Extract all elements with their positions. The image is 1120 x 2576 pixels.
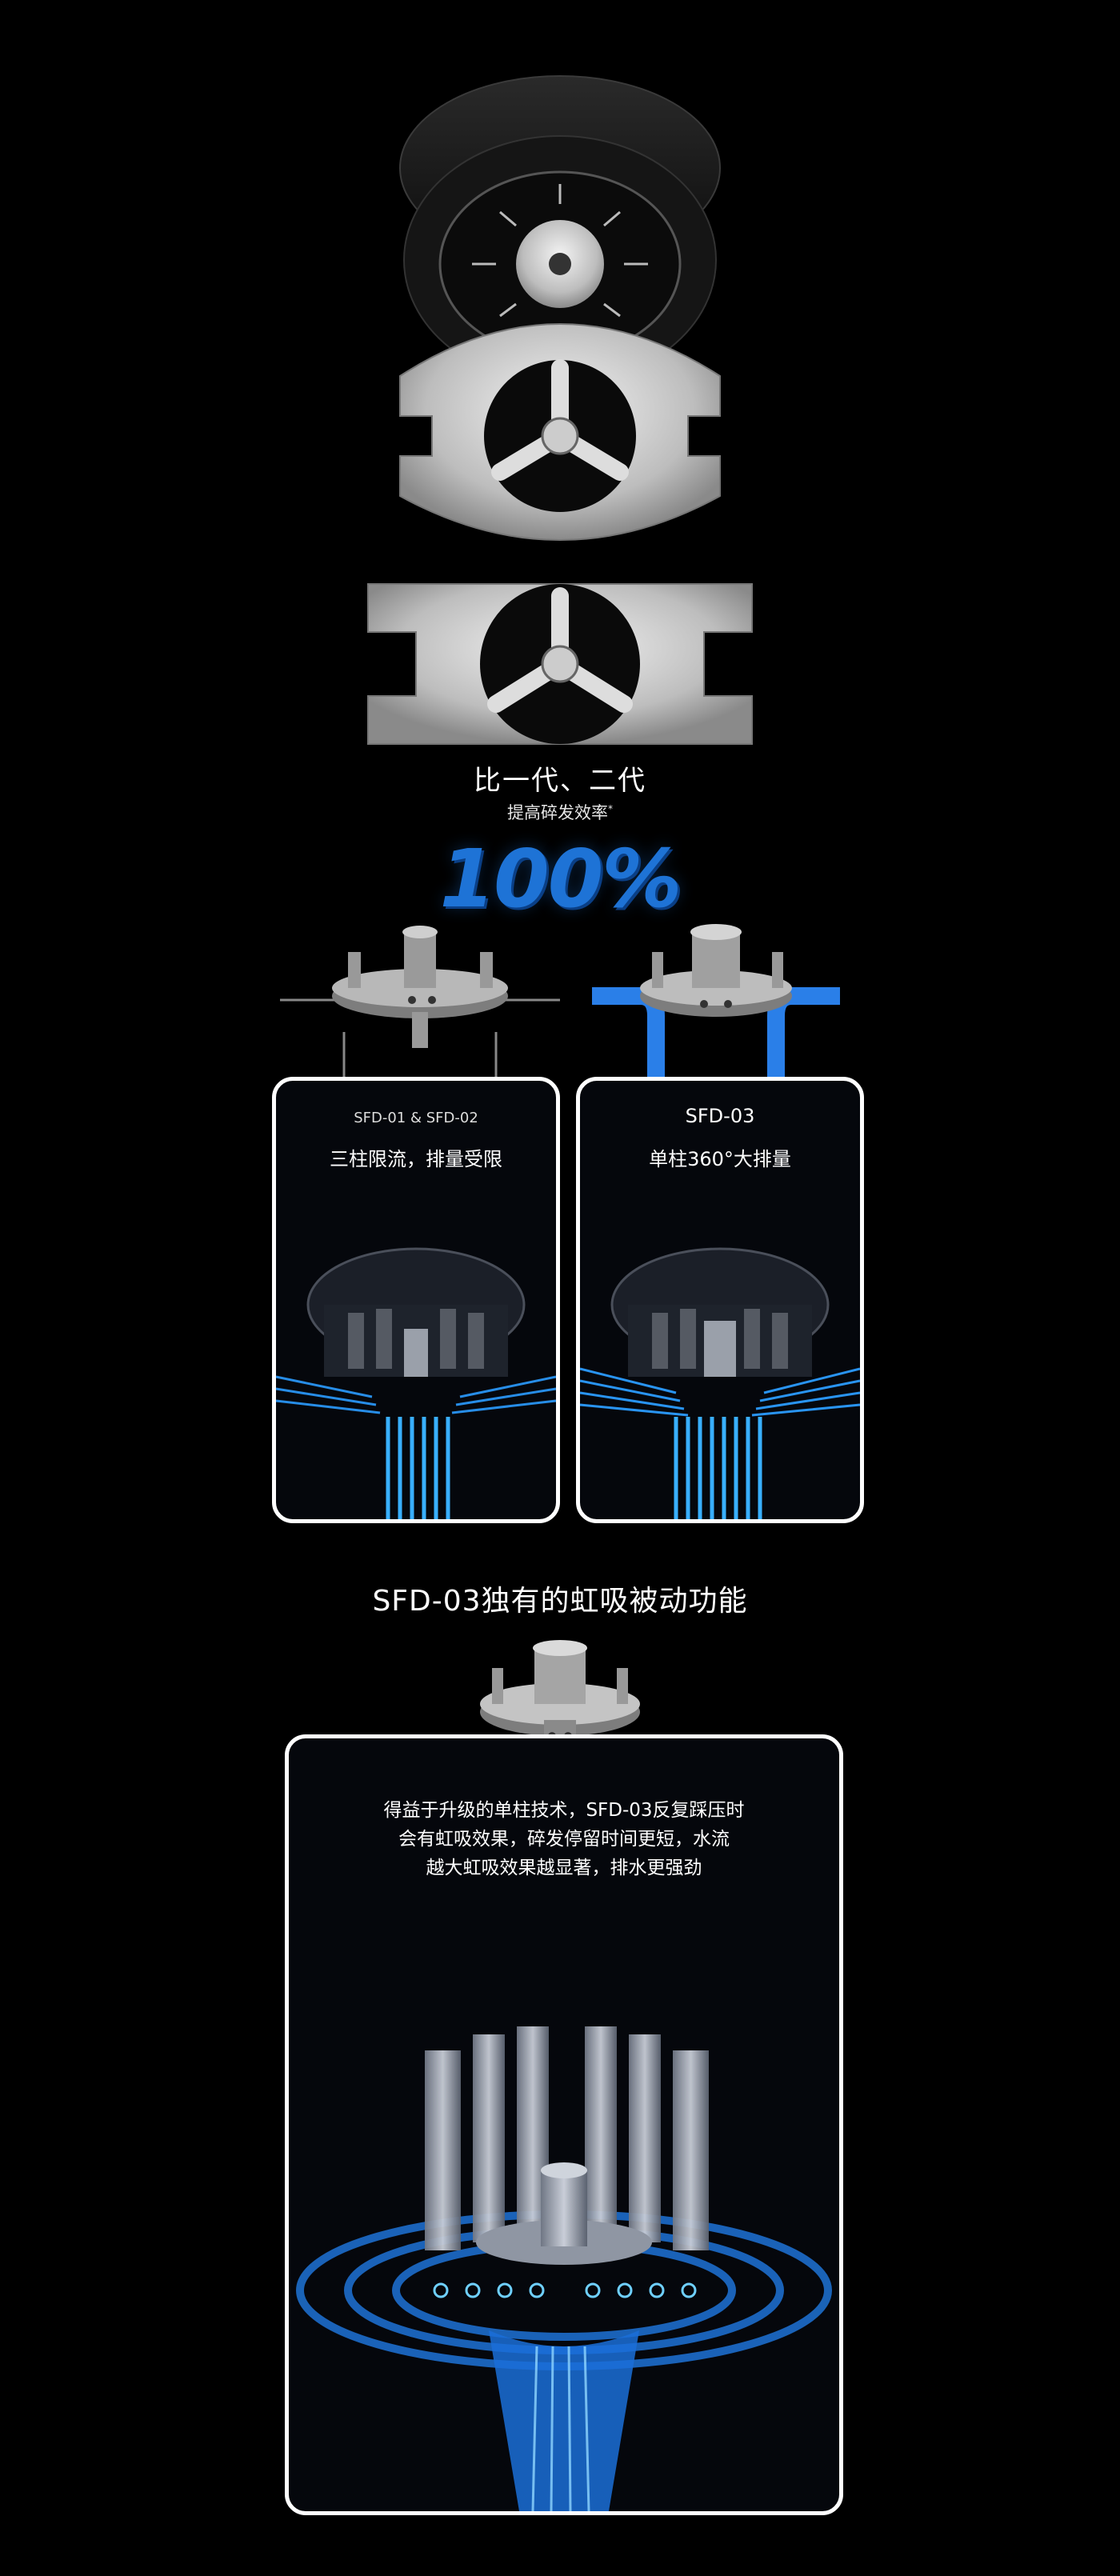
siphon-description: 得益于升级的单柱技术，SFD-03反复踩压时 会有虹吸效果，碎发停留时间更短，水… <box>383 1800 745 1878</box>
drain-cap-top <box>399 75 721 385</box>
full-flow-illustration <box>580 1247 860 1519</box>
three-column-part-illustration <box>280 926 560 1084</box>
hero-subline: 提高碎发效率* <box>507 803 613 822</box>
siphon-vortex-illustration <box>296 2026 832 2511</box>
single-column-part-illustration <box>592 924 840 1084</box>
card-model-label: SFD-03 <box>685 1105 755 1127</box>
card-feature-label: 三柱限流，排量受限 <box>330 1148 502 1170</box>
filter-plate-middle <box>399 323 721 541</box>
product-exploded-illustration <box>367 75 753 745</box>
hero-headline: 比一代、二代 <box>474 765 646 797</box>
card-sfd-01-02: SFD-01 & SFD-02 三柱限流，排量受限 <box>272 1077 560 1523</box>
siphon-part-illustration <box>480 1640 640 1764</box>
card-model-label: SFD-01 & SFD-02 <box>354 1110 478 1126</box>
card-feature-label: 单柱360°大排量 <box>649 1148 791 1170</box>
siphon-card: 得益于升级的单柱技术，SFD-03反复踩压时 会有虹吸效果，碎发停留时间更短，水… <box>285 1734 843 2515</box>
card-sfd-03: SFD-03 单柱360°大排量 <box>576 1077 864 1523</box>
siphon-section-title: SFD-03独有的虹吸被动功能 <box>372 1585 748 1618</box>
limited-flow-illustration <box>276 1247 556 1519</box>
filter-plate-bottom <box>367 583 753 745</box>
efficiency-percent: 100% <box>439 832 682 926</box>
